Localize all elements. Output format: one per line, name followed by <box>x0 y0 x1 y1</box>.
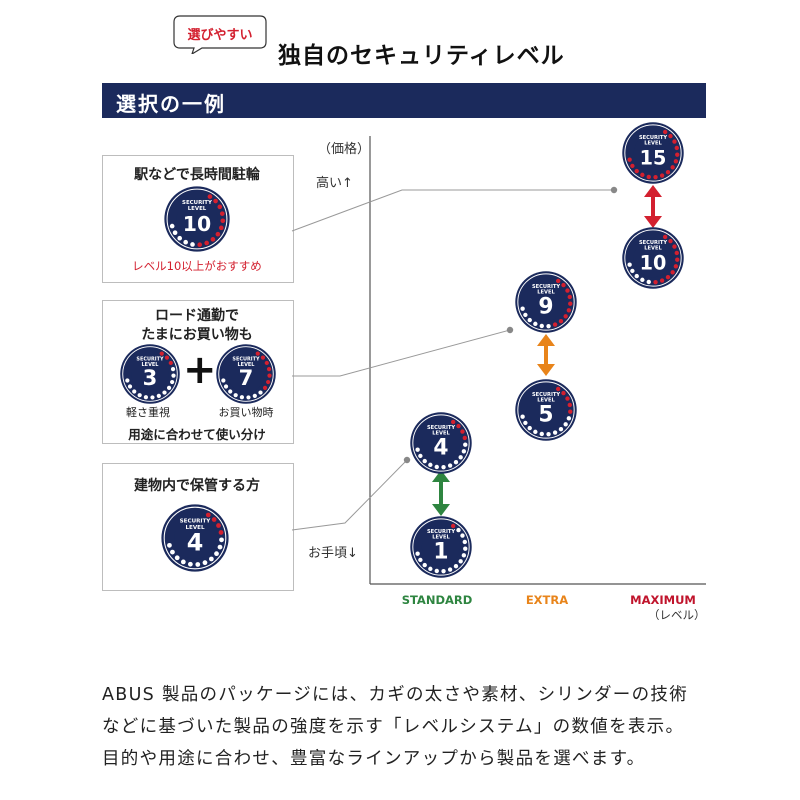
svg-text:LEVEL: LEVEL <box>644 141 662 147</box>
description-line-3: 目的や用途に合わせ、豊富なラインアップから製品を選べます。 <box>102 749 646 769</box>
svg-text:SECURITY: SECURITY <box>232 356 260 362</box>
x-axis-unit: （レベル） <box>648 608 706 622</box>
svg-text:SECURITY: SECURITY <box>427 425 455 431</box>
category-maximum: MAXIMUM <box>630 593 696 607</box>
plus-icon: + <box>183 347 217 393</box>
range-arrow-maximum <box>644 185 662 228</box>
range-arrow-extra <box>537 334 555 376</box>
range-arrow-standard <box>432 470 450 516</box>
badge-level-number: 9 <box>538 295 553 320</box>
badge-level-number: 7 <box>239 365 254 390</box>
badge-level-number: 5 <box>538 403 553 428</box>
bubble-label: 選びやすい <box>187 28 253 43</box>
svg-text:LEVEL: LEVEL <box>142 362 160 368</box>
svg-text:SECURITY: SECURITY <box>532 284 560 290</box>
badge-level-number: 10 <box>640 252 667 275</box>
page-title: 独自のセキュリティレベル <box>278 43 565 69</box>
case-title: ロード通勤で <box>155 308 239 324</box>
svg-text:SECURITY: SECURITY <box>532 392 560 398</box>
case-title: 建物内で保管する方 <box>134 478 260 494</box>
svg-text:LEVEL: LEVEL <box>188 206 207 212</box>
badge-level-number: 4 <box>187 529 204 557</box>
svg-text:SECURITY: SECURITY <box>182 200 212 206</box>
description-line-2: などに基づいた製品の強度を示す「レベルシステム」の数値を表示。 <box>102 717 685 737</box>
y-axis-label: （価格） <box>318 142 371 157</box>
case-usage: 用途に合わせて使い分け <box>128 427 266 442</box>
svg-text:LEVEL: LEVEL <box>537 290 555 296</box>
svg-text:SECURITY: SECURITY <box>639 135 667 141</box>
badge-level-number: 10 <box>183 212 211 236</box>
svg-text:SECURITY: SECURITY <box>180 519 212 525</box>
svg-text:LEVEL: LEVEL <box>432 431 450 437</box>
speech-bubble-icon <box>173 15 267 54</box>
svg-text:LEVEL: LEVEL <box>537 398 555 404</box>
case-title: 駅などで長時間駐輪 <box>134 167 260 183</box>
case-note: レベル10以上がおすすめ <box>132 259 262 273</box>
section-title: 選択の一例 <box>116 92 226 116</box>
category-standard: STANDARD <box>401 593 473 607</box>
svg-text:SECURITY: SECURITY <box>639 240 667 246</box>
case-title: たまにお買い物も <box>141 327 253 343</box>
svg-text:LEVEL: LEVEL <box>432 535 450 541</box>
y-axis-high-label: 高い↑ <box>316 176 353 191</box>
badge-level-number: 15 <box>640 147 667 170</box>
svg-text:LEVEL: LEVEL <box>185 525 205 531</box>
section-banner <box>102 83 706 118</box>
category-extra: EXTRA <box>525 593 569 607</box>
y-axis-low-label: お手頃↓ <box>308 546 358 561</box>
sub-label-light: 軽さ重視 <box>126 406 170 419</box>
svg-text:SECURITY: SECURITY <box>427 529 455 535</box>
svg-text:SECURITY: SECURITY <box>136 356 164 362</box>
badge-level-number: 3 <box>143 365 158 390</box>
sub-label-shopping: お買い物時 <box>218 406 274 419</box>
svg-text:LEVEL: LEVEL <box>238 362 256 368</box>
svg-text:LEVEL: LEVEL <box>644 246 662 252</box>
badge-level-number: 4 <box>433 436 448 461</box>
badge-level-number: 1 <box>433 540 448 565</box>
description-line-1: ABUS 製品のパッケージには、カギの太さや素材、シリンダーの技術 <box>102 685 689 705</box>
